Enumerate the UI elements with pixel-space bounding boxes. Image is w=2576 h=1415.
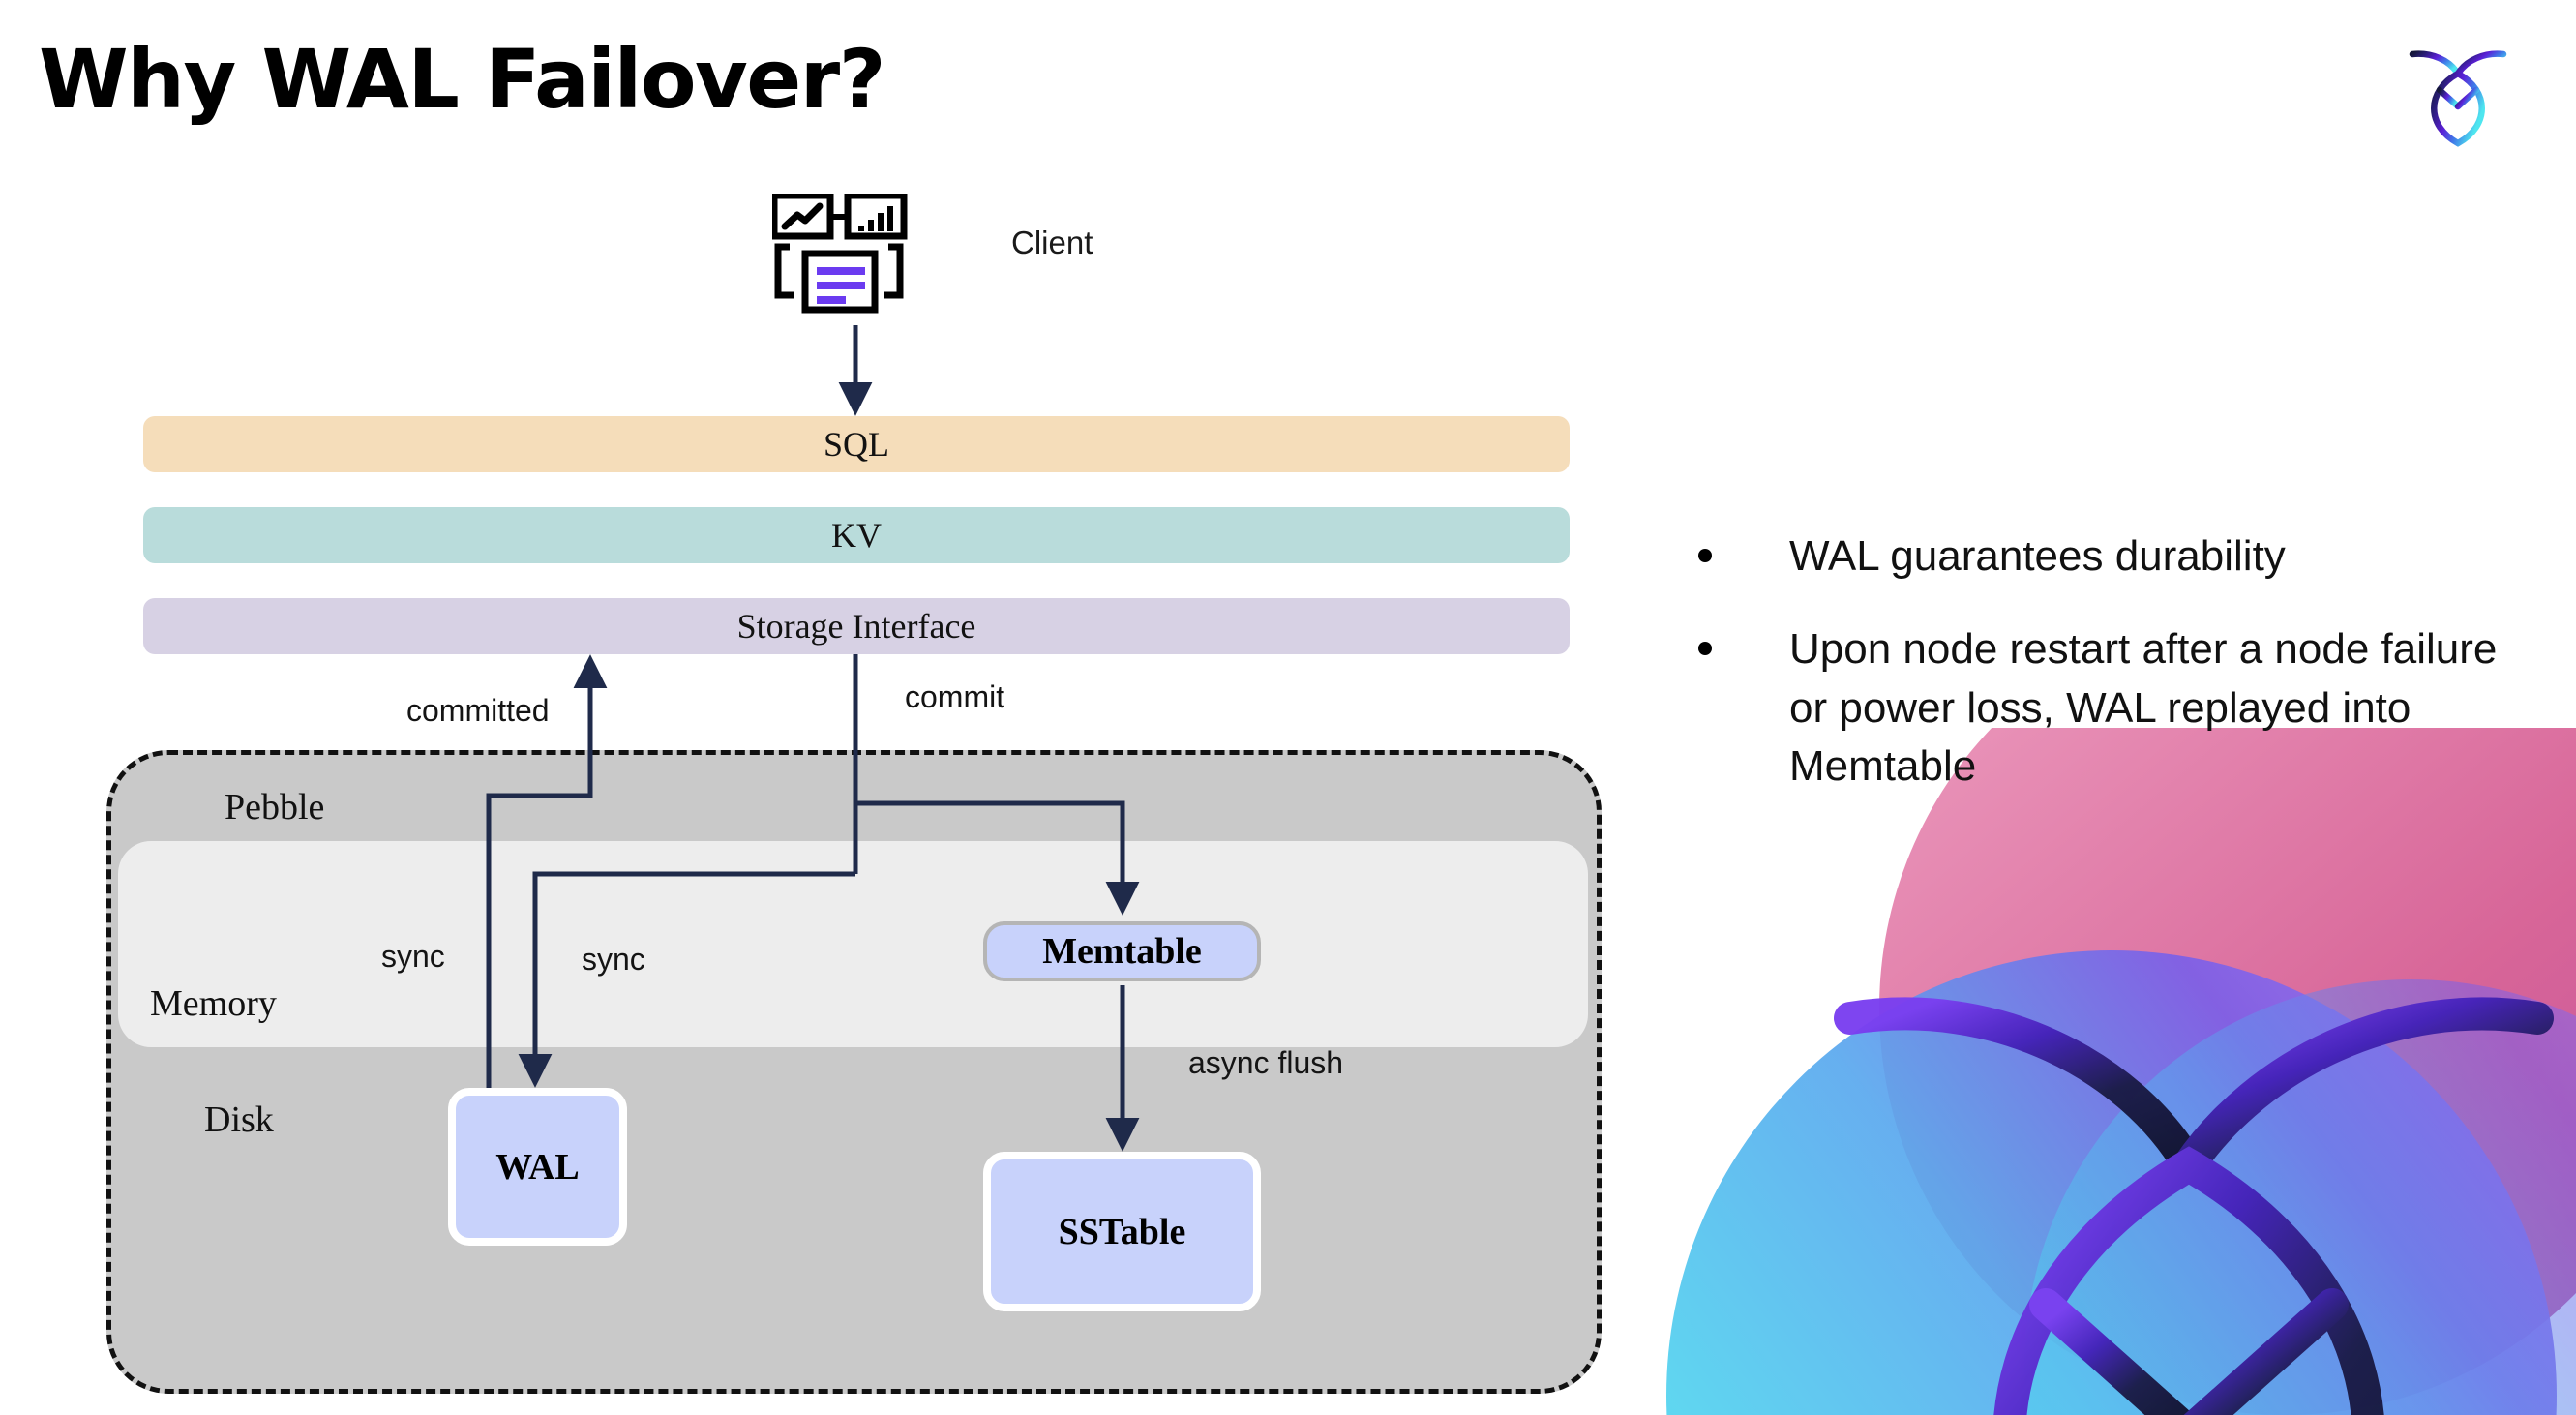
memory-region (118, 841, 1588, 1047)
layer-bar-sql: SQL (143, 416, 1570, 472)
node-memtable-label: Memtable (1042, 931, 1202, 972)
layer-bar-sql-label: SQL (823, 425, 889, 464)
list-item: WAL guarantees durability (1698, 527, 2511, 586)
cockroachdb-watermark-decoration (1608, 728, 2576, 1415)
edge-label-sync-2: sync (582, 942, 645, 977)
client-label: Client (1011, 225, 1093, 260)
list-item: Upon node restart after a node failure o… (1698, 620, 2511, 796)
layer-bar-storage-interface-label: Storage Interface (736, 607, 976, 646)
node-wal-label: WAL (495, 1146, 580, 1188)
bullet-list: WAL guarantees durability Upon node rest… (1698, 527, 2511, 830)
layer-bar-kv-label: KV (831, 516, 882, 555)
layer-bar-kv: KV (143, 507, 1570, 563)
layer-bar-storage-interface: Storage Interface (143, 598, 1570, 654)
bullet-text: WAL guarantees durability (1789, 532, 2286, 580)
client-dashboard-icon (770, 192, 925, 324)
node-sstable-label: SSTable (1058, 1211, 1186, 1252)
node-sstable: SSTable (983, 1152, 1261, 1311)
edge-label-async-flush: async flush (1188, 1045, 1344, 1080)
node-memtable: Memtable (983, 921, 1261, 981)
page-title: Why WAL Failover? (39, 32, 885, 127)
bullet-dot-icon (1698, 642, 1712, 656)
memory-label: Memory (150, 983, 277, 1024)
bullet-text: Upon node restart after a node failure o… (1789, 625, 2498, 790)
cockroachdb-logo-icon (2405, 37, 2511, 148)
node-wal: WAL (448, 1088, 627, 1246)
edge-label-commit: commit (905, 679, 1005, 714)
edge-label-sync-1: sync (381, 939, 445, 974)
bullet-dot-icon (1698, 549, 1712, 562)
disk-label: Disk (204, 1099, 274, 1140)
edge-label-committed: committed (406, 693, 550, 728)
pebble-label: Pebble (225, 787, 325, 828)
